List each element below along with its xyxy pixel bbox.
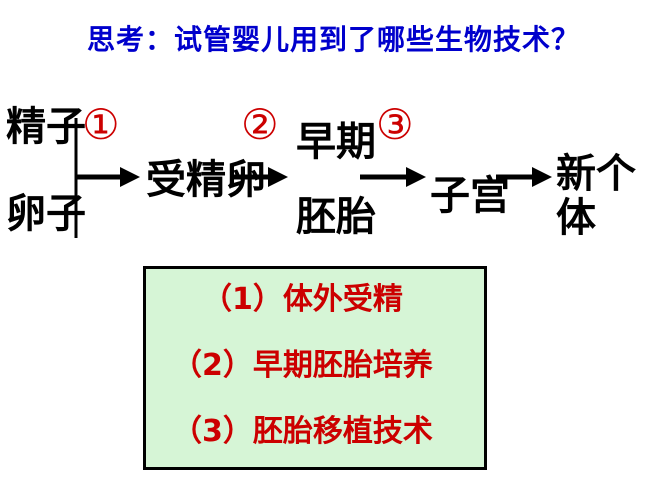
techniques-box: （1）体外受精 （2）早期胚胎培养 （3）胚胎移植技术 xyxy=(143,266,487,470)
page-title: 思考：试管婴儿用到了哪些生物技术？ xyxy=(86,23,580,56)
step-marker-2: ② xyxy=(241,100,279,149)
technique-3: （3）胚胎移植技术 xyxy=(172,414,433,449)
embryo-label-bottom: 胚胎 xyxy=(296,194,376,240)
individual-label: 新个体 xyxy=(556,151,636,241)
sperm-label: 精子 xyxy=(6,104,86,150)
egg-label: 卵子 xyxy=(6,191,86,237)
uterus-label: 子宫 xyxy=(430,173,510,219)
technique-2: （2）早期胚胎培养 xyxy=(172,348,433,383)
step-marker-1: ① xyxy=(82,100,120,149)
flow-arrows xyxy=(74,118,553,238)
technique-1: （1）体外受精 xyxy=(202,282,403,317)
embryo-label-top: 早期 xyxy=(296,119,376,165)
zygote-label: 受精卵 xyxy=(146,157,266,203)
step-marker-3: ③ xyxy=(376,100,414,149)
